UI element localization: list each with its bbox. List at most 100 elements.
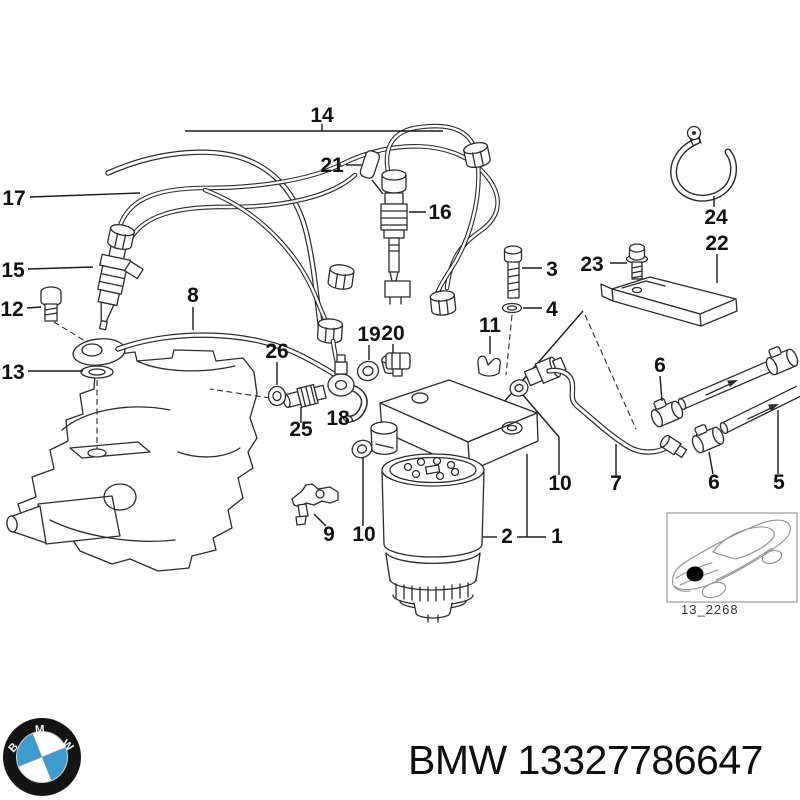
o-ring-10-left: [351, 439, 373, 459]
part-number-label: 25: [289, 418, 313, 441]
part-number-label: 10: [548, 472, 571, 495]
part-number-label: 6: [654, 354, 666, 377]
fuel-injector-center: [359, 150, 411, 305]
part-number-label: 4: [546, 298, 558, 321]
axis-lines: [53, 321, 271, 449]
banjo-union-18-hole: [334, 379, 348, 391]
flow-arrow: [747, 404, 779, 420]
part-number-label: 8: [187, 284, 199, 307]
part-callout-21: 21: [320, 154, 362, 177]
injector-stem: [388, 237, 400, 273]
part-number-label: 26: [265, 340, 288, 363]
return-pipe-7: [523, 356, 688, 459]
part-number-label: 19: [357, 323, 380, 346]
part-callout-6: 6: [654, 354, 666, 402]
leader-line: [313, 513, 327, 527]
sleeve-leader: [371, 179, 384, 195]
bolt-axis-line: [505, 314, 513, 376]
fuel-filter-assembly: [370, 352, 539, 623]
banjo-bolt-head: [334, 361, 348, 375]
part-number-label: 22: [705, 232, 728, 255]
line-union-nut: [429, 289, 457, 317]
head-hole: [501, 421, 523, 435]
head-hole: [411, 392, 429, 404]
pump-port-hole: [87, 448, 107, 458]
mounting-bolt-3: [503, 245, 523, 299]
retaining-hook-24: [674, 125, 734, 199]
part-callout-2: 2: [483, 525, 513, 548]
part-number-label: 6: [708, 471, 720, 494]
injector-tip: [98, 320, 108, 331]
bolt-threads: [44, 307, 58, 316]
fitting-axis-line: [209, 388, 271, 399]
part-callout-18: 18: [326, 407, 350, 430]
fuel-hoses-5: [645, 340, 800, 455]
water-sensor: [370, 421, 398, 456]
part-number: 13327786647: [517, 737, 764, 783]
fuel-injector-left: [97, 241, 144, 331]
part-callout-9: 9: [313, 513, 335, 546]
pump-detail-circle: [103, 483, 137, 511]
part-number-label: 23: [580, 253, 603, 276]
heat-shield-plate-22: [600, 276, 738, 327]
part-number-label: 9: [323, 523, 335, 546]
banjo-bolt-tip: [336, 354, 346, 363]
part-callout-22: 22: [705, 232, 729, 283]
part-callout-10: 10: [352, 458, 376, 546]
pump-detail-line: [49, 519, 176, 542]
part-callout-1: 1: [517, 454, 563, 548]
part-number-label: 15: [1, 259, 25, 282]
hose-connector-25: [282, 383, 327, 409]
part-number-label: 21: [320, 154, 344, 177]
screw-23: [625, 243, 649, 287]
part-number-label: 11: [479, 314, 502, 337]
part-callout-11: 11: [479, 314, 502, 354]
svg-text:M: M: [35, 724, 45, 737]
line-union-nut: [462, 140, 492, 170]
line-union-nut: [316, 317, 344, 345]
flow-arrow: [705, 380, 738, 396]
injector-ridges: [380, 210, 408, 226]
part-callout-3: 3: [522, 258, 558, 281]
car-thumbnail: 13_2268: [666, 512, 798, 617]
part-number-label: 10: [352, 523, 375, 546]
banjo-bolt-12: [40, 286, 62, 322]
head-hole-inner: [506, 424, 518, 432]
part-number-label: 1: [551, 525, 563, 548]
part-callout-5: 5: [773, 410, 785, 494]
part-callout-15: 15: [1, 259, 94, 282]
banjo-fitting-pump: [72, 338, 126, 379]
injector-connector: [123, 260, 144, 280]
part-callout-24: 24: [704, 196, 728, 229]
part-number-label: 5: [773, 471, 785, 494]
part-number-label: 12: [0, 298, 23, 321]
part-callout-8: 8: [187, 284, 199, 330]
assembly-reference-line: [584, 314, 637, 430]
elbow-end-cap: [342, 415, 354, 423]
bolt-axis-line: [53, 321, 91, 345]
line-union-nut: [326, 262, 356, 292]
bmw-logo: B M W: [3, 718, 81, 796]
injector-nozzle: [100, 301, 115, 323]
o-ring-10-right: [509, 379, 529, 397]
part-callout-20: 20: [381, 322, 405, 353]
part-callout-13: 13: [1, 361, 83, 384]
part-callout-10: 10: [522, 394, 572, 495]
injector-plug: [384, 280, 411, 298]
part-number-label: 13: [1, 361, 24, 384]
roundel-inner-rim: [16, 731, 68, 783]
injection-pump: [6, 349, 258, 572]
banjo-eye-hole: [81, 343, 103, 357]
leader-line: [29, 192, 141, 198]
pump-detail-line: [61, 406, 171, 431]
car-sketch: [671, 519, 791, 599]
injector-flange: [383, 229, 405, 239]
rubber-sleeve-21: [359, 150, 381, 179]
seal-ring-26-hole: [272, 390, 282, 402]
part-callout-4: 4: [523, 298, 558, 321]
injection-lines: [107, 126, 498, 345]
part-callout-7: 7: [610, 444, 622, 495]
bolt-shaft: [44, 303, 58, 322]
